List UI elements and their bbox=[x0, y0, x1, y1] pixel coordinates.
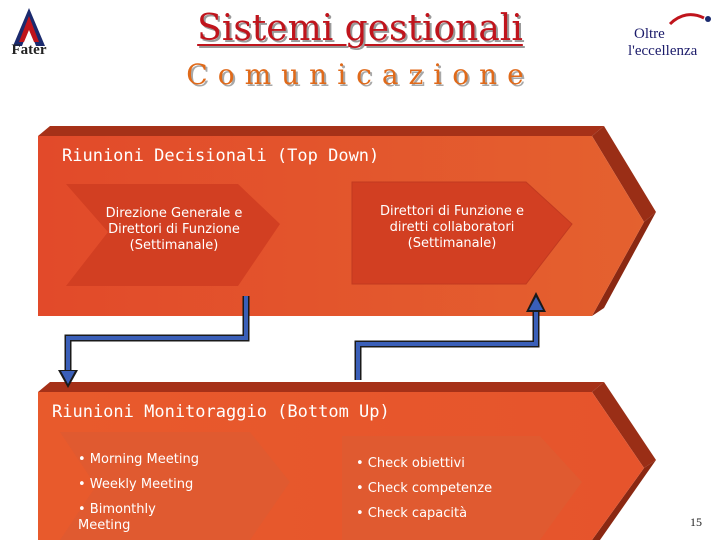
box1-line: Direzione Generale e bbox=[105, 206, 243, 221]
fater-logo-text: Fater bbox=[11, 42, 47, 58]
box1-line: (Settimanale) bbox=[129, 238, 219, 253]
swoosh-icon bbox=[668, 13, 711, 26]
list-item: • Weekly Meeting bbox=[78, 477, 194, 492]
left-meeting-list: • Morning Meeting • Weekly Meeting • Bim… bbox=[78, 452, 268, 533]
bottom-banner bbox=[38, 382, 656, 540]
oltre-eccellenza-logo-icon: Oltre l'eccellenza bbox=[622, 10, 714, 66]
list-item: • Bimonthly bbox=[78, 502, 156, 517]
box2-line: (Settimanale) bbox=[407, 236, 497, 251]
box1-line: Direttori di Funzione bbox=[108, 222, 240, 237]
page-title: Sistemi gestionali bbox=[197, 8, 523, 49]
logo-right-line2: l'eccellenza bbox=[628, 43, 698, 59]
bottom-left-shape bbox=[60, 432, 290, 540]
page-subtitle: Comunicazione bbox=[186, 58, 534, 91]
list-item: • Check obiettivi bbox=[356, 456, 465, 471]
fater-logo-icon bbox=[13, 8, 45, 46]
box2-line: Direttori di Funzione e bbox=[380, 204, 524, 219]
box2-line: diretti collaboratori bbox=[389, 220, 515, 235]
flow-arrow-down-icon bbox=[58, 296, 250, 388]
list-item: • Check capacità bbox=[356, 506, 468, 521]
top-banner bbox=[38, 126, 656, 316]
box1-shape bbox=[66, 184, 280, 286]
list-item: • Morning Meeting bbox=[78, 452, 199, 467]
list-item: • Check competenze bbox=[356, 481, 493, 496]
page-number: 15 bbox=[690, 515, 702, 529]
top-section-heading: Riunioni Decisionali (Top Down) bbox=[62, 146, 380, 166]
logo-right-line1: Oltre bbox=[634, 26, 665, 42]
box2-text: Direttori di Funzione e diretti collabor… bbox=[354, 204, 550, 252]
bottom-section-heading: Riunioni Monitoraggio (Bottom Up) bbox=[52, 402, 390, 422]
box2-shape bbox=[352, 182, 572, 284]
box1-text: Direzione Generale e Direttori di Funzio… bbox=[84, 206, 264, 254]
bottom-right-shape bbox=[342, 436, 582, 540]
list-item-continuation: Meeting bbox=[78, 518, 131, 533]
flow-arrow-up-icon bbox=[354, 292, 546, 380]
right-check-list: • Check obiettivi • Check competenze • C… bbox=[356, 456, 546, 531]
